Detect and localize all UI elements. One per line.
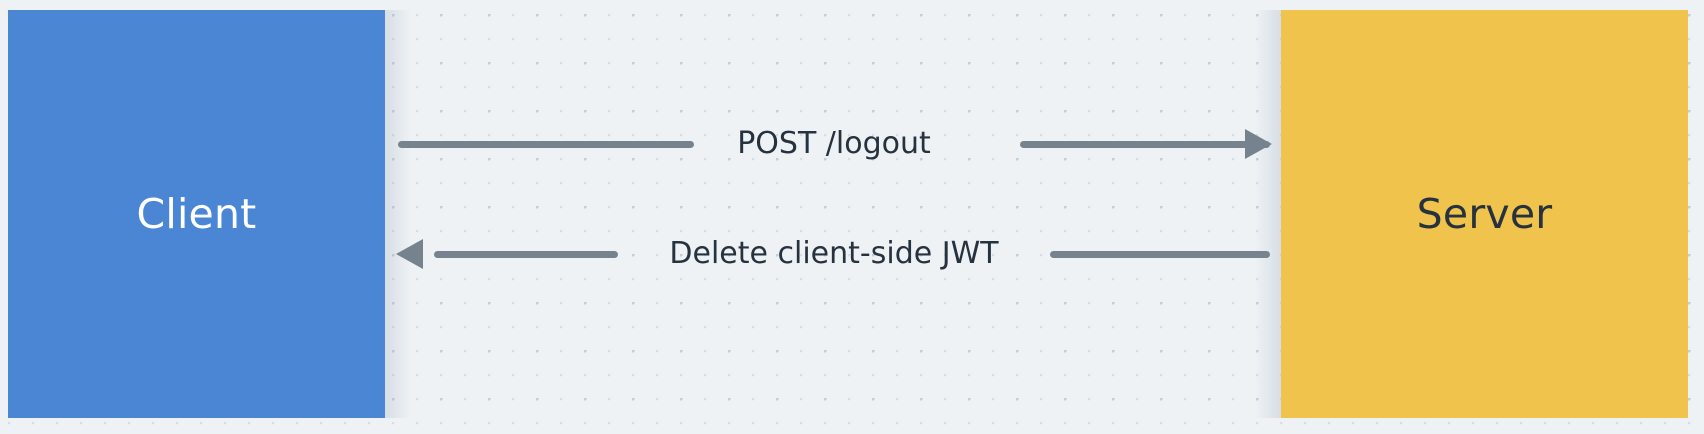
message-line-right-segment — [1020, 140, 1270, 148]
node-client-label: Client — [136, 189, 257, 238]
message-post-logout[interactable]: POST /logout — [398, 124, 1272, 164]
message-label-post-logout: POST /logout — [737, 126, 931, 161]
server-edge-shadow — [1255, 10, 1281, 418]
node-server-label: Server — [1416, 189, 1553, 238]
arrow-left-icon — [396, 239, 423, 269]
message-delete-jwt[interactable]: Delete client-side JWT — [396, 234, 1270, 274]
message-line-right-segment — [1050, 250, 1270, 258]
node-server[interactable]: Server — [1281, 10, 1688, 418]
node-client[interactable]: Client — [8, 10, 385, 418]
client-edge-shadow — [385, 10, 411, 418]
arrow-right-icon — [1245, 129, 1272, 159]
message-label-delete-jwt: Delete client-side JWT — [669, 236, 999, 271]
message-line-left-segment — [398, 140, 694, 148]
message-line-left-segment — [434, 250, 618, 258]
